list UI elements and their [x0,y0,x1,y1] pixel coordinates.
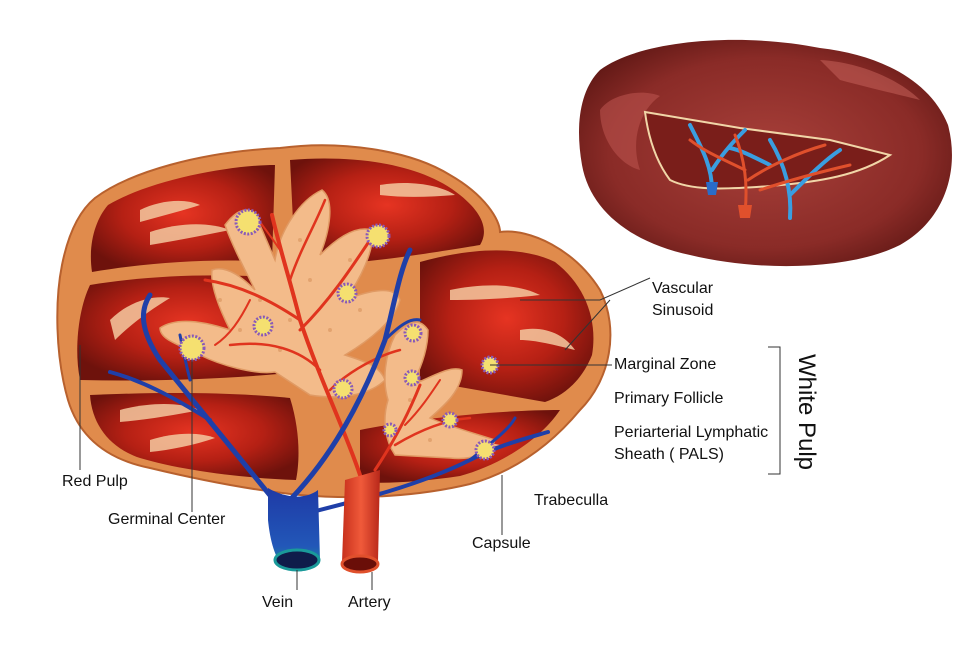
whole-spleen-illustration [579,39,952,267]
artery-trunk [342,470,380,570]
follicle-group [178,208,500,461]
label-primary-follicle: Primary Follicle [614,390,724,407]
label-trabeculla: Trabeculla [534,492,609,509]
label-germinal-center: Germinal Center [108,511,226,528]
label-white-pulp: White Pulp [793,353,820,471]
label-vein: Vein [262,594,294,611]
label-capsule: Capsule [472,535,531,552]
label-red-pulp: Red Pulp [62,473,128,490]
spleen-cross-section [56,144,612,574]
label-pals-line1: Periarterial Lymphatic [614,424,769,441]
germinal-center [178,334,206,362]
leader-lines [79,277,781,590]
label-vascular-sinusoid-line1: Vascular [652,280,714,297]
white-pulp-tree [159,189,401,398]
label-vascular-sinusoid-line2: Sinusoid [652,302,714,319]
label-artery: Artery [348,594,391,611]
label-marginal-zone: Marginal Zone [614,356,717,373]
label-pals-line2: Sheath ( PALS) [614,446,724,463]
